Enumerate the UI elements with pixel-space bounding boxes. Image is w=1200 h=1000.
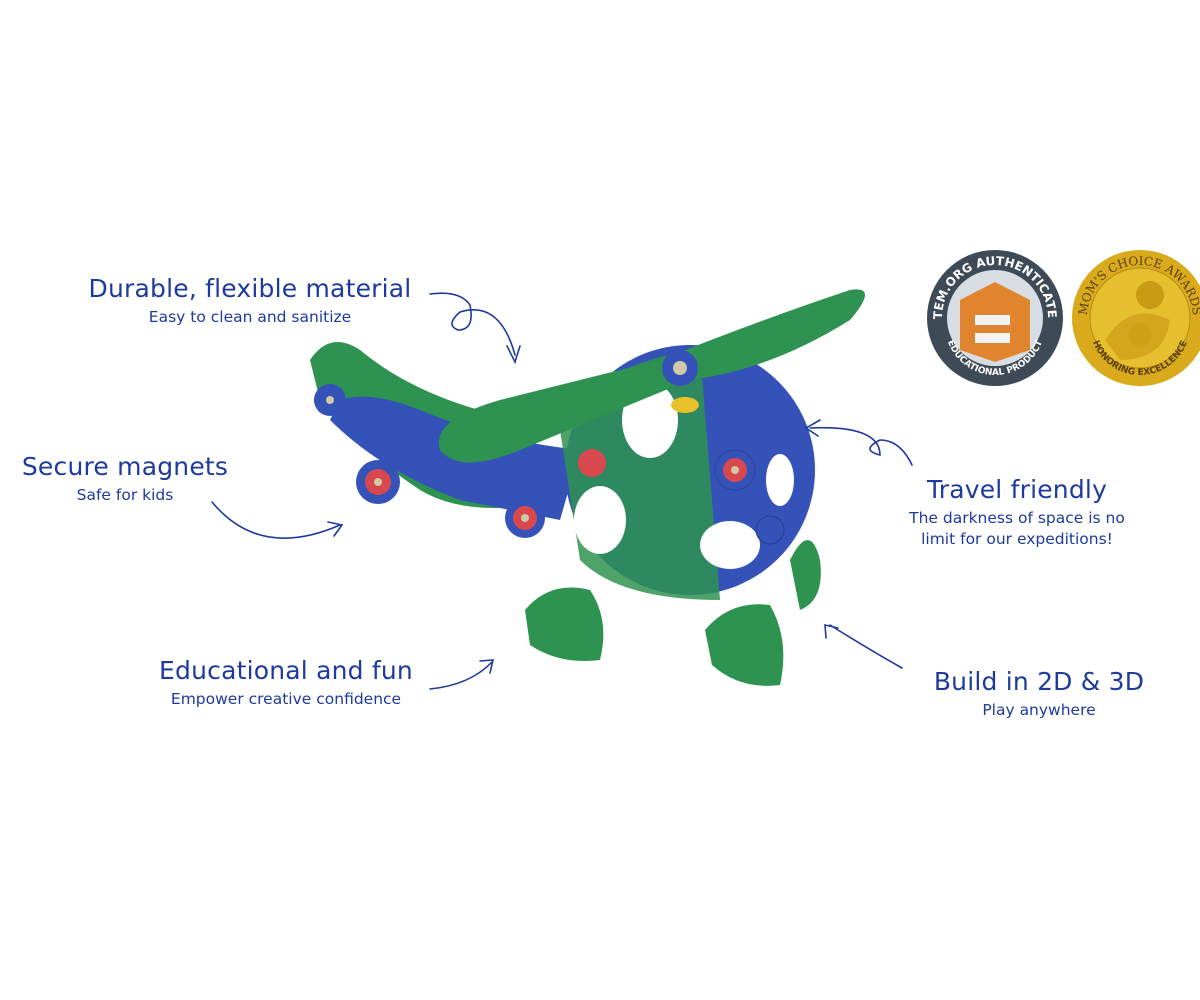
feature-title: Educational and fun — [159, 656, 413, 685]
feature-title: Travel friendly — [926, 475, 1108, 504]
leg-left — [525, 587, 604, 661]
feature-travel: Travel friendly The darkness of space is… — [887, 475, 1147, 550]
feature-title: Durable, flexible material — [88, 274, 412, 303]
arrow-durable — [429, 292, 521, 365]
arrows — [211, 292, 913, 690]
feature-subtitle: Play anywhere — [982, 701, 1096, 719]
leg-right — [705, 604, 784, 686]
propeller — [438, 289, 865, 463]
arrow-magnets — [211, 501, 344, 539]
stem-badge: STEM.ORG AUTHENTICATED EDUCATIONAL PRODU… — [0, 0, 1063, 386]
feature-subtitle: Empower creative confidence — [170, 690, 402, 708]
svg-text:STEM.ORG AUTHENTICATED: STEM.ORG AUTHENTICATED — [0, 0, 1059, 320]
arrow-build — [824, 623, 903, 669]
feature-title: Build in 2D & 3D — [933, 667, 1145, 696]
arrow-travel — [804, 419, 913, 466]
feature-educational: Educational and fun Empower creative con… — [146, 656, 426, 710]
feature-subtitle: The darkness of space is no limit for ou… — [909, 509, 1125, 548]
feature-durable: Durable, flexible material Easy to clean… — [80, 274, 420, 328]
feature-magnets: Secure magnets Safe for kids — [10, 452, 240, 506]
moms-choice-badge: MOM'S CHOICE AWARDS HONORING EXCELLENCE — [1072, 250, 1200, 386]
feature-subtitle: Easy to clean and sanitize — [148, 308, 352, 326]
feature-title: Secure magnets — [21, 452, 229, 481]
feature-subtitle: Safe for kids — [76, 486, 174, 504]
stem-badge-top-text: STEM.ORG AUTHENTICATED — [0, 0, 1059, 320]
feature-build: Build in 2D & 3D Play anywhere — [914, 667, 1164, 721]
arrow-educational — [429, 659, 495, 690]
